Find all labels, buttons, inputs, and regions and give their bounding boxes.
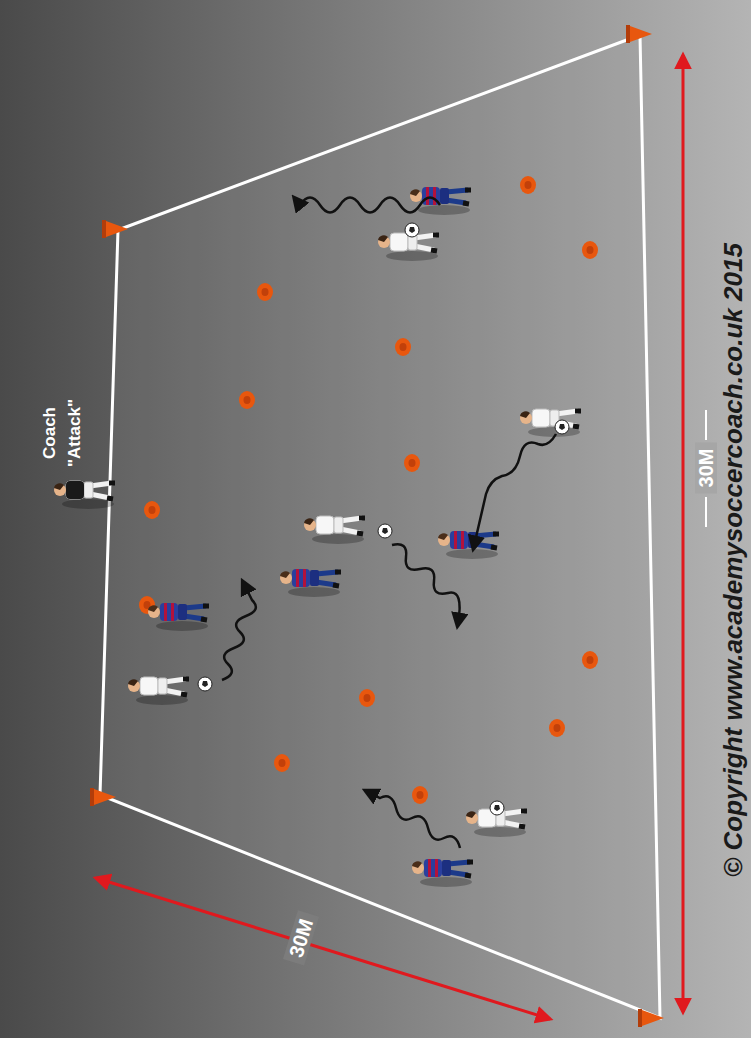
- coach-label: Coach: [41, 407, 60, 459]
- dimension-label: 30M: [283, 910, 319, 965]
- disc-marker: [582, 651, 598, 669]
- coach-figure: [54, 481, 115, 509]
- blue-player: [280, 569, 341, 597]
- ball: [405, 223, 419, 237]
- white-player: [378, 233, 439, 261]
- dimension-arrow: [682, 55, 685, 1012]
- dimension-tick: [705, 410, 707, 440]
- dimension-arrow: [96, 878, 550, 1019]
- disc-marker: [582, 241, 598, 259]
- dribble-arrow: [222, 584, 256, 680]
- pitch-boundary: [100, 35, 660, 1018]
- run-arrow: [474, 434, 556, 546]
- disc-marker: [520, 176, 536, 194]
- blue-player: [148, 603, 209, 631]
- blue-player: [410, 187, 471, 215]
- disc-marker: [395, 338, 411, 356]
- blue-player: [412, 859, 473, 887]
- dribble-arrow: [392, 544, 460, 623]
- white-player: [304, 516, 365, 544]
- corner-cone: [640, 1009, 664, 1027]
- disc-marker: [257, 283, 273, 301]
- ball: [378, 524, 392, 538]
- dribble-arrow: [368, 792, 460, 848]
- disc-marker: [404, 454, 420, 472]
- disc-marker: [239, 391, 255, 409]
- coach-call: "Attack": [66, 399, 85, 467]
- dribble-arrow: [296, 198, 440, 213]
- disc-marker: [359, 689, 375, 707]
- ball: [555, 420, 569, 434]
- copyright-note: © Copyright www.academysoccercoach.co.uk…: [718, 243, 747, 877]
- ball: [490, 801, 504, 815]
- white-player: [520, 409, 581, 437]
- corner-cone: [104, 220, 128, 238]
- dimension-label: 30M: [695, 443, 717, 494]
- ball: [198, 677, 212, 691]
- white-player: [128, 677, 189, 705]
- corner-cone: [628, 25, 652, 43]
- corner-cone: [92, 788, 116, 806]
- blue-player: [438, 531, 499, 559]
- coach-shirt: [66, 481, 84, 499]
- pitch-area: [100, 35, 660, 1018]
- disc-marker: [274, 754, 290, 772]
- disc-marker: [144, 501, 160, 519]
- disc-marker: [412, 786, 428, 804]
- dimension-tick: [705, 497, 707, 527]
- disc-marker: [549, 719, 565, 737]
